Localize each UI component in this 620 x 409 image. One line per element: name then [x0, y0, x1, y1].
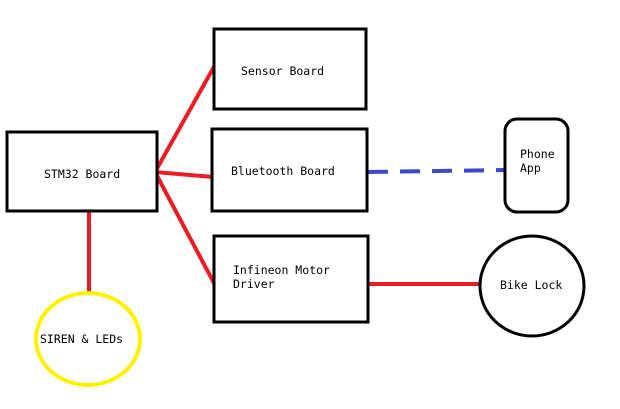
motor-driver-label-line1: Infineon Motor	[233, 263, 330, 277]
siren-leds-label: SIREN & LEDs	[40, 332, 123, 346]
wire-stm32-motor	[153, 171, 217, 286]
motor-driver-box	[212, 234, 370, 324]
sensor-board-box	[212, 27, 368, 111]
motor-driver-label-line2: Driver	[233, 277, 275, 291]
wire-stm32-bluetooth	[154, 170, 214, 179]
bike-lock-circle	[478, 234, 586, 338]
phone-app-label-line2: App	[520, 161, 541, 175]
wire-stm32-sensor	[153, 64, 217, 173]
bluetooth-board-label: Bluetooth Board	[231, 164, 335, 178]
phone-app-box	[503, 117, 570, 214]
bluetooth-board-box	[210, 127, 369, 213]
siren-leds-circle	[34, 291, 142, 387]
wireless-bluetooth-phone	[367, 168, 508, 174]
phone-app-label-line1: Phone	[520, 147, 555, 161]
stm32-board-box	[5, 130, 159, 213]
stm32-board-label: STM32 Board	[44, 167, 120, 181]
bike-lock-label: Bike Lock	[500, 278, 562, 292]
sensor-board-label: Sensor Board	[241, 64, 324, 78]
